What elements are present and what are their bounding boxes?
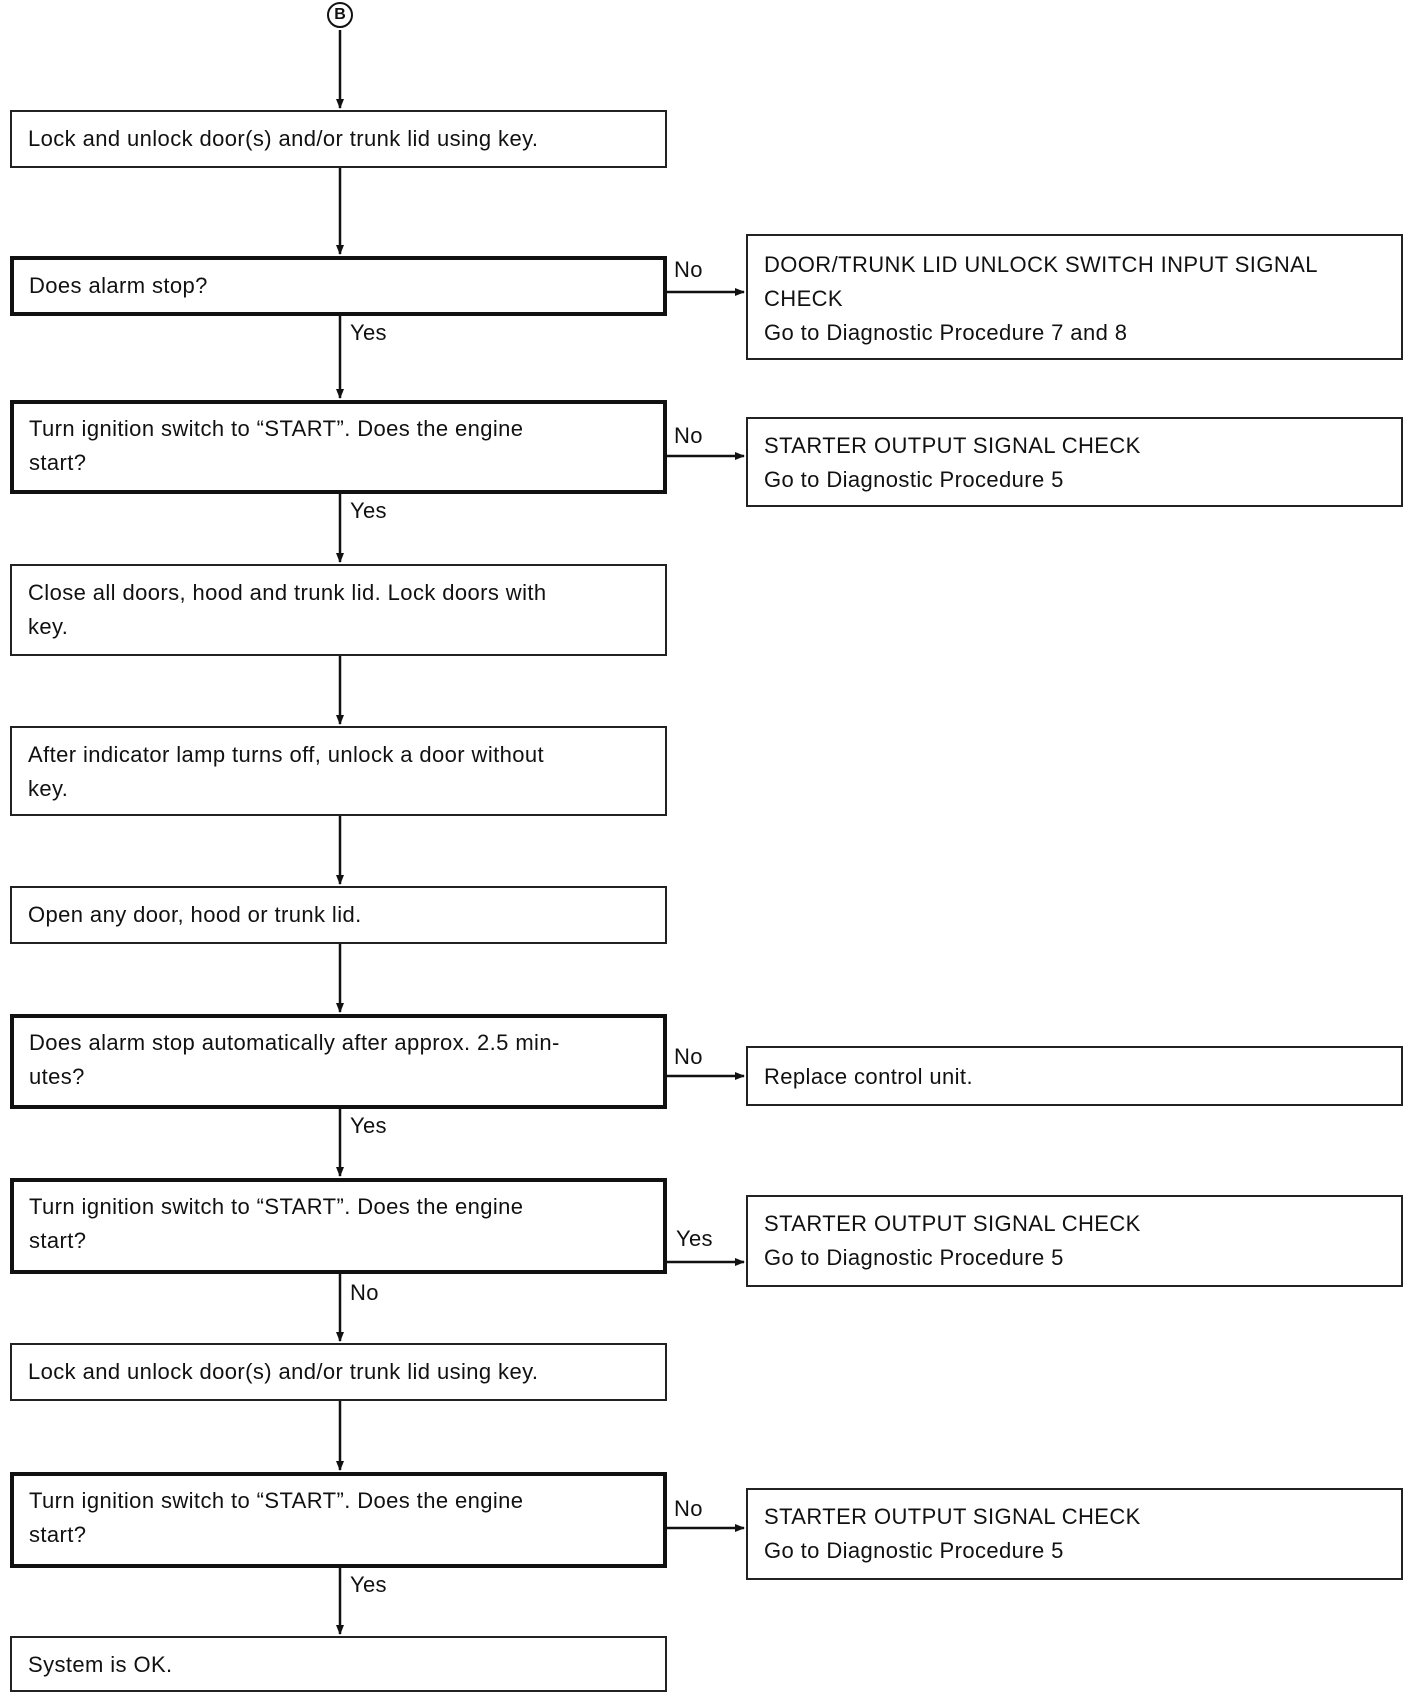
decision-engine-start-3: Turn ignition switch to “START”. Does th… [10,1472,667,1568]
step-lock-unlock: Lock and unlock door(s) and/or trunk lid… [10,110,667,168]
branch-label-yes: Yes [350,1113,387,1138]
step-text: Lock and unlock door(s) and/or trunk lid… [28,1359,539,1384]
decision-engine-start-1: Turn ignition switch to “START”. Does th… [10,400,667,494]
branch-label-no: No [674,1044,703,1069]
result-unlock-switch-check: DOOR/TRUNK LID UNLOCK SWITCH INPUT SIGNA… [746,234,1403,360]
branch-label-no: No [350,1280,379,1305]
decision-text: Does alarm stop? [29,273,208,298]
branch-label-yes: Yes [350,498,387,523]
step-close-doors: Close all doors, hood and trunk lid. Loc… [10,564,667,656]
result-starter-check-3: STARTER OUTPUT SIGNAL CHECK Go to Diagno… [746,1488,1403,1580]
step-text: After indicator lamp turns off, unlock a… [28,742,545,767]
branch-label-yes: Yes [676,1226,713,1251]
result-text: STARTER OUTPUT SIGNAL CHECK [764,1504,1141,1529]
decision-text: utes? [29,1064,85,1089]
decision-alarm-auto-stop: Does alarm stop automatically after appr… [10,1014,667,1109]
result-text: Go to Diagnostic Procedure 7 and 8 [764,320,1128,345]
decision-text: start? [29,1522,87,1547]
step-text: System is OK. [28,1652,173,1677]
connector-b-circle: B [327,2,353,28]
result-text: Go to Diagnostic Procedure 5 [764,1245,1064,1270]
branch-label-yes: Yes [350,320,387,345]
result-text: Go to Diagnostic Procedure 5 [764,1538,1064,1563]
result-text: STARTER OUTPUT SIGNAL CHECK [764,1211,1141,1236]
branch-label-no: No [674,257,703,282]
step-text: Lock and unlock door(s) and/or trunk lid… [28,126,539,151]
result-text: CHECK [764,286,844,311]
result-starter-check-2: STARTER OUTPUT SIGNAL CHECK Go to Diagno… [746,1195,1403,1287]
step-open-door: Open any door, hood or trunk lid. [10,886,667,944]
step-lock-unlock-2: Lock and unlock door(s) and/or trunk lid… [10,1343,667,1401]
branch-label-yes: Yes [350,1572,387,1597]
result-replace-control-unit: Replace control unit. [746,1046,1403,1106]
step-text: key. [28,614,69,639]
step-text: Close all doors, hood and trunk lid. Loc… [28,580,547,605]
result-starter-check-1: STARTER OUTPUT SIGNAL CHECK Go to Diagno… [746,417,1403,507]
result-text: DOOR/TRUNK LID UNLOCK SWITCH INPUT SIGNA… [764,252,1318,277]
branch-label-no: No [674,1496,703,1521]
decision-text: start? [29,450,87,475]
result-text: Go to Diagnostic Procedure 5 [764,467,1064,492]
decision-text: start? [29,1228,87,1253]
decision-text: Does alarm stop automatically after appr… [29,1030,560,1055]
result-text: Replace control unit. [764,1064,973,1089]
decision-text: Turn ignition switch to “START”. Does th… [29,1488,524,1513]
decision-engine-start-2: Turn ignition switch to “START”. Does th… [10,1178,667,1274]
result-text: STARTER OUTPUT SIGNAL CHECK [764,433,1141,458]
decision-text: Turn ignition switch to “START”. Does th… [29,416,524,441]
step-unlock-without-key: After indicator lamp turns off, unlock a… [10,726,667,816]
step-text: key. [28,776,69,801]
step-text: Open any door, hood or trunk lid. [28,902,362,927]
branch-label-no: No [674,423,703,448]
decision-text: Turn ignition switch to “START”. Does th… [29,1194,524,1219]
step-system-ok: System is OK. [10,1636,667,1692]
decision-alarm-stop: Does alarm stop? [10,256,667,316]
